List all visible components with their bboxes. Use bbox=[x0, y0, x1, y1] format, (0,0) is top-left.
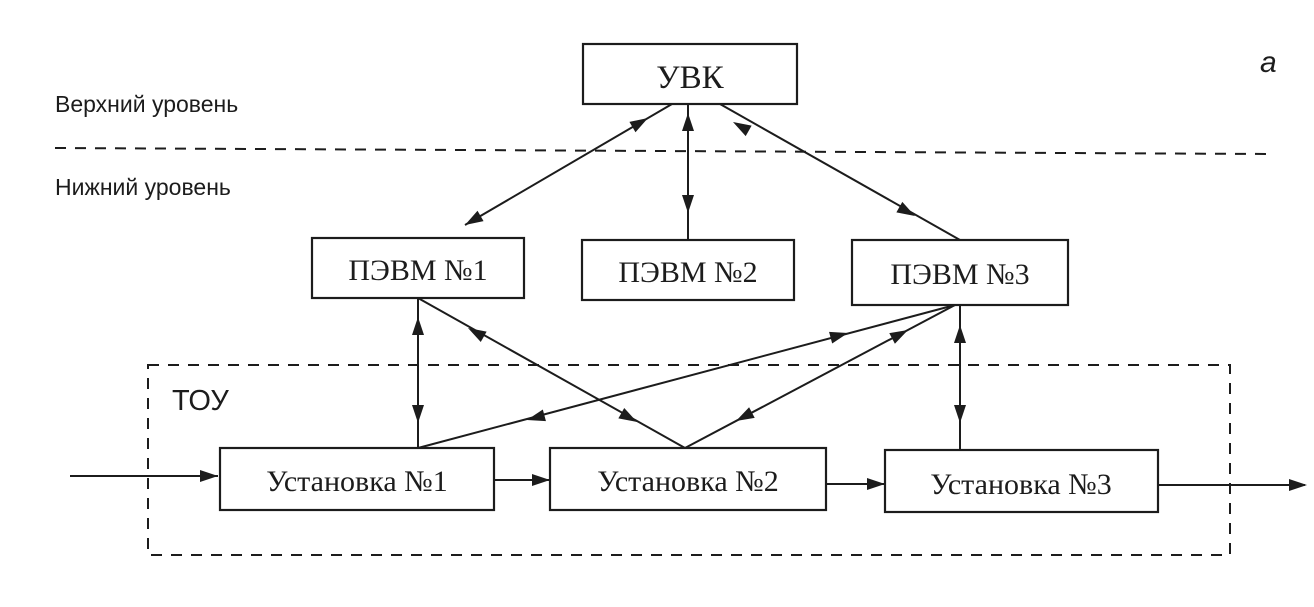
arrowhead bbox=[889, 330, 908, 344]
arrowhead bbox=[682, 195, 694, 213]
arrowhead bbox=[468, 328, 487, 343]
arrowheads bbox=[200, 113, 1307, 491]
arrowhead bbox=[733, 122, 752, 137]
node-uvk: УВК bbox=[581, 42, 799, 106]
node-pc1: ПЭВМ №1 bbox=[310, 236, 526, 300]
arrowhead bbox=[736, 407, 755, 421]
level-separator bbox=[54, 147, 1269, 155]
arrowhead bbox=[532, 474, 550, 486]
unit3-box bbox=[883, 448, 1160, 514]
figure-letter: а bbox=[1260, 46, 1277, 79]
pc3-box bbox=[850, 238, 1070, 307]
lower-level-label: Нижний уровень bbox=[55, 174, 231, 200]
arrowhead bbox=[954, 405, 966, 423]
node-unit1: Установка №1 bbox=[218, 446, 496, 512]
tou-frame bbox=[147, 364, 1231, 556]
unit2-label: Установка №2 bbox=[597, 465, 779, 498]
arrowhead bbox=[412, 317, 424, 335]
arrowhead bbox=[527, 409, 546, 422]
arrowhead bbox=[896, 201, 915, 216]
node-unit3: Установка №3 bbox=[883, 448, 1160, 514]
arrowhead bbox=[465, 210, 484, 225]
node-pc2: ПЭВМ №2 bbox=[580, 238, 796, 302]
node-pc3: ПЭВМ №3 bbox=[850, 238, 1070, 307]
pc1-box bbox=[310, 236, 526, 300]
arrowhead bbox=[200, 470, 218, 482]
edge-uvk-pc3 bbox=[719, 103, 961, 241]
arrowhead bbox=[412, 405, 424, 423]
edge-pc3-unit1 bbox=[417, 304, 956, 449]
arrowhead bbox=[954, 325, 966, 343]
arrowhead bbox=[867, 478, 885, 490]
unit3-label: Установка №3 bbox=[930, 468, 1112, 501]
arrowhead bbox=[618, 407, 637, 422]
pc2-label: ПЭВМ №2 bbox=[618, 256, 757, 289]
pc2-box bbox=[580, 238, 796, 302]
tou-label: ТОУ bbox=[172, 385, 229, 417]
node-unit2: Установка №2 bbox=[548, 446, 828, 512]
arrowhead bbox=[682, 113, 694, 131]
pc3-label: ПЭВМ №3 bbox=[890, 258, 1029, 291]
uvk-label: УВК bbox=[656, 60, 724, 96]
uvk-box bbox=[581, 42, 799, 106]
edge-pc1-unit2 bbox=[417, 297, 686, 449]
arrowhead bbox=[629, 118, 648, 133]
pc1-label: ПЭВМ №1 bbox=[348, 254, 487, 287]
unit1-label: Установка №1 bbox=[266, 465, 448, 498]
arrowhead bbox=[829, 331, 848, 344]
unit2-box bbox=[548, 446, 828, 512]
arrowhead bbox=[1289, 479, 1307, 491]
upper-level-label: Верхний уровень bbox=[55, 91, 238, 117]
edge-pc3-unit2 bbox=[684, 304, 956, 449]
unit1-box bbox=[218, 446, 496, 512]
